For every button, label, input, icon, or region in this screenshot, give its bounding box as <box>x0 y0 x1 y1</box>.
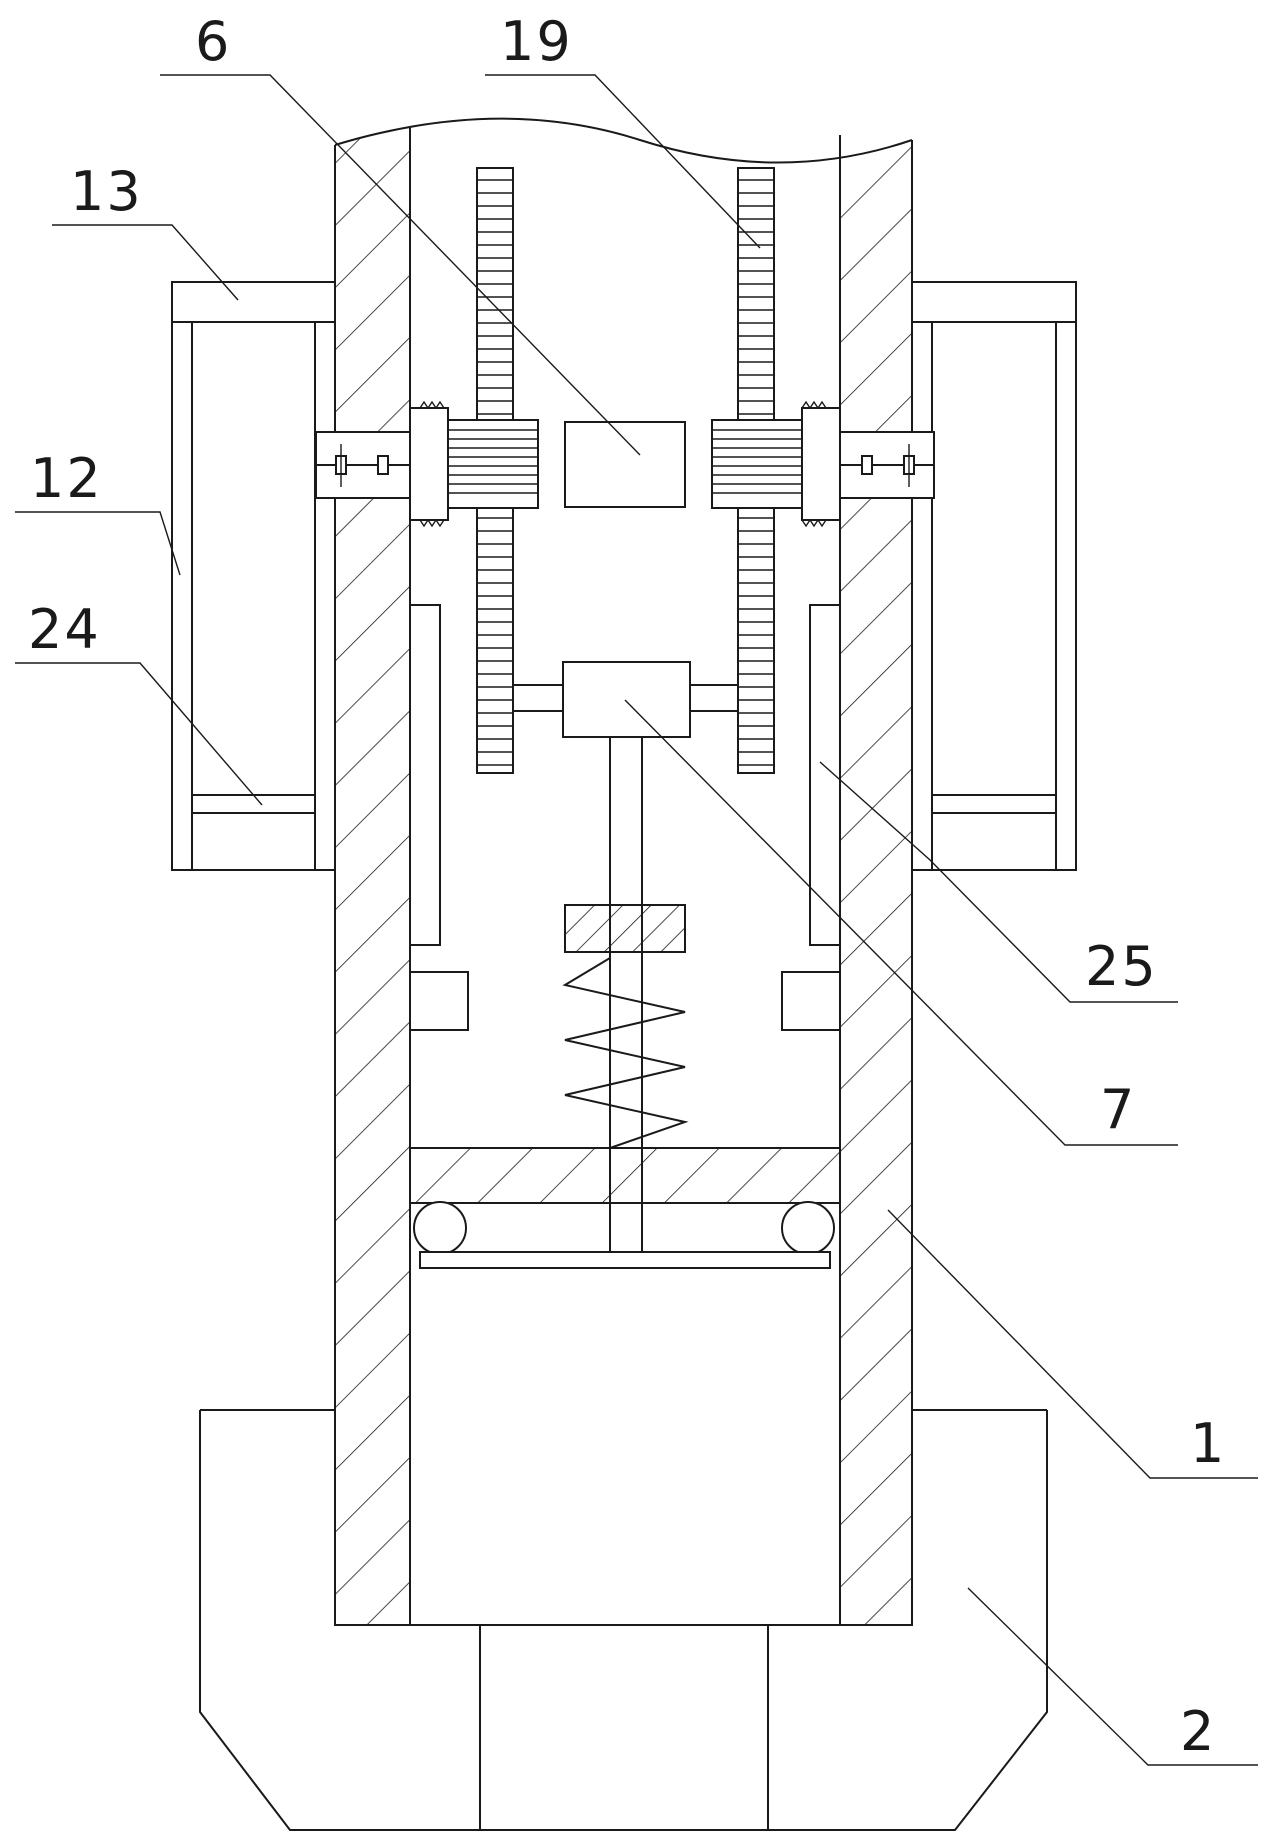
ref-label-19: 19 <box>500 10 573 73</box>
left-pinion-assembly <box>315 400 539 528</box>
bottom-plate <box>419 1251 831 1269</box>
ref-label-7: 7 <box>1100 1078 1136 1141</box>
right-side-frame <box>911 281 1077 871</box>
right-roller <box>781 1201 835 1255</box>
right-stop-block <box>781 971 841 1031</box>
ref-label-25: 25 <box>1085 935 1158 998</box>
base-assembly <box>199 1409 1048 1831</box>
leader-lines <box>15 74 1258 1766</box>
left-side-frame <box>171 281 336 871</box>
left-stop-block <box>409 971 469 1031</box>
compression-spring <box>562 957 689 1149</box>
right-pinion-assembly <box>711 400 935 528</box>
left-guide-rail <box>409 604 441 946</box>
ref-label-24: 24 <box>28 598 101 661</box>
ref-label-13: 13 <box>70 160 143 223</box>
ref-label-12: 12 <box>30 447 103 510</box>
ref-label-1: 1 <box>1190 1412 1226 1475</box>
left-roller <box>413 1201 467 1255</box>
control-box <box>564 421 686 508</box>
pressure-plate <box>409 1147 841 1204</box>
ref-label-6: 6 <box>195 10 231 73</box>
main-housing <box>335 118 912 1625</box>
housing-outline <box>334 117 913 1626</box>
spring-collar <box>564 904 686 953</box>
ref-label-2: 2 <box>1180 1700 1216 1763</box>
